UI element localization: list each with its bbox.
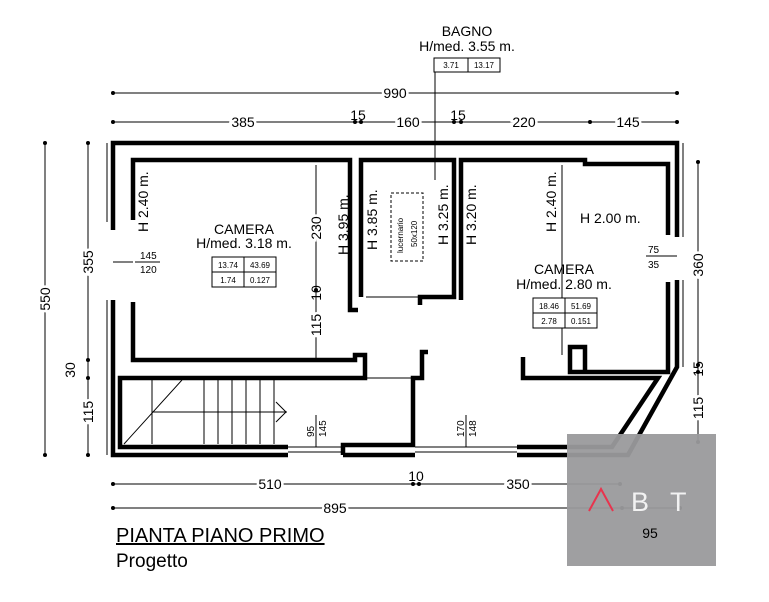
camera-left-value: 13.74 xyxy=(218,261,239,270)
dim-right: 115 xyxy=(690,397,706,420)
logo-letter-b: B xyxy=(631,487,649,517)
height-label: H 3.85 m. xyxy=(364,189,380,250)
dim-top-total: 990 xyxy=(383,85,407,101)
abt-logo: 95 B T xyxy=(567,434,716,566)
dim-bottom: 510 xyxy=(258,476,282,492)
staircase xyxy=(123,379,287,445)
camera-right-height: H/med. 2.80 m. xyxy=(516,276,612,292)
window-dim: 35 xyxy=(648,260,660,271)
dim-left-total: 550 xyxy=(37,287,53,311)
dim-left: 30 xyxy=(62,362,78,378)
logo-letter-t: T xyxy=(670,487,687,517)
camera-left-value: 0.127 xyxy=(250,276,271,285)
dim-left: 355 xyxy=(80,250,96,274)
dim-bottom-extra: 95 xyxy=(642,525,658,541)
dim-right: 360 xyxy=(690,253,706,277)
dim-bottom: 350 xyxy=(506,476,530,492)
dim-inner: 115 xyxy=(308,314,324,337)
camera-right-value: 18.46 xyxy=(539,302,560,311)
window-dim: 145 xyxy=(318,420,329,437)
dim-right: 15 xyxy=(690,361,706,377)
height-label: H 3.20 m. xyxy=(463,184,479,245)
height-label: H 3.25 m. xyxy=(435,184,451,245)
height-label: H 2.40 m. xyxy=(543,171,559,232)
dim-left: 115 xyxy=(80,401,96,424)
window-dim: 75 xyxy=(648,245,660,256)
dim-bottom-total: 895 xyxy=(323,500,347,516)
camera-left-value: 43.69 xyxy=(250,261,271,270)
dim-inner: 230 xyxy=(308,216,324,240)
skylight-label: lucernario xyxy=(396,217,405,253)
dim-top: 15 xyxy=(350,107,366,123)
dim-top: 220 xyxy=(512,114,536,130)
skylight xyxy=(390,192,424,262)
window-dim: 120 xyxy=(140,265,157,276)
dim-bottom: 10 xyxy=(408,468,424,484)
bagno-height: H/med. 3.55 m. xyxy=(419,38,515,54)
walls xyxy=(106,140,684,458)
plan-title: PIANTA PIANO PRIMO xyxy=(116,525,325,547)
dim-inner: 10 xyxy=(308,285,324,301)
dim-top: 160 xyxy=(396,114,420,130)
bagno-name: BAGNO xyxy=(442,23,493,39)
dimension-lines xyxy=(43,60,700,510)
window-dim: 95 xyxy=(306,425,317,437)
dim-top: 145 xyxy=(616,114,640,130)
camera-right-value: 2.78 xyxy=(541,317,557,326)
window-dim: 148 xyxy=(468,420,479,437)
window-dim: 170 xyxy=(456,420,467,437)
window-dim: 145 xyxy=(140,251,157,262)
camera-right-name: CAMERA xyxy=(534,261,595,277)
height-label: H 2.40 m. xyxy=(135,171,151,232)
plan-subtitle: Progetto xyxy=(116,551,188,572)
camera-left-value: 1.74 xyxy=(220,276,236,285)
logo-a-mark xyxy=(588,486,614,512)
bagno-value-1: 3.71 xyxy=(443,61,459,70)
camera-left-name: CAMERA xyxy=(214,221,275,237)
camera-right-value: 51.69 xyxy=(571,302,592,311)
dim-top: 15 xyxy=(450,107,466,123)
height-label: H 2.00 m. xyxy=(580,210,641,226)
bagno-value-2: 13.17 xyxy=(474,61,495,70)
skylight-size: 50x120 xyxy=(410,220,419,247)
camera-right-value: 0.151 xyxy=(571,317,592,326)
camera-left-height: H/med. 3.18 m. xyxy=(196,235,292,251)
dim-top: 385 xyxy=(231,114,255,130)
height-label: H 3.95 m. xyxy=(335,194,351,255)
